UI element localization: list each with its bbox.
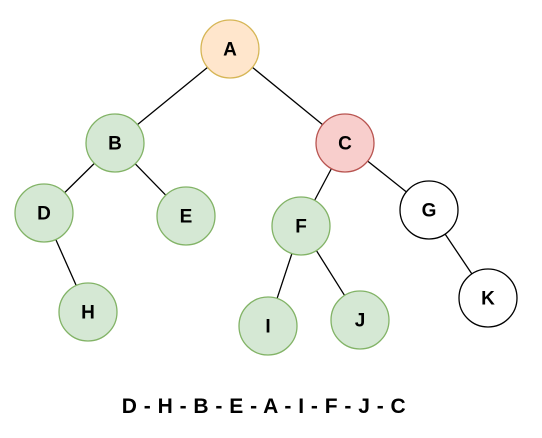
node-label-c: C	[338, 134, 352, 155]
node-circle-d	[14, 183, 74, 243]
node-circle-e	[156, 186, 216, 246]
edge-b-e	[134, 163, 167, 196]
node-circle-j	[330, 290, 390, 350]
node-circle-c	[315, 113, 375, 173]
node-circle-f	[271, 196, 331, 256]
edge-f-i	[276, 253, 293, 299]
tree-nodes: A B C D E F G H I J K	[14, 19, 518, 356]
edge-b-d	[64, 162, 95, 194]
node-label-k: K	[481, 289, 495, 310]
edge-a-b	[137, 66, 208, 126]
node-circle-g	[399, 180, 459, 240]
node-label-i: I	[265, 317, 270, 338]
node-circle-i	[238, 296, 298, 356]
node-circle-b	[85, 113, 145, 173]
tree-node-k: K	[458, 268, 518, 328]
tree-node-i: I	[238, 296, 298, 356]
tree-node-d: D	[14, 183, 74, 243]
node-label-j: J	[355, 311, 366, 332]
node-circle-h	[58, 282, 118, 342]
edge-c-f	[314, 168, 332, 201]
tree-node-j: J	[330, 290, 390, 350]
node-circle-k	[458, 268, 518, 328]
tree-node-e: E	[156, 186, 216, 246]
tree-node-h: H	[58, 282, 118, 342]
node-label-d: D	[37, 204, 51, 225]
tree-node-a: A	[200, 19, 260, 79]
node-label-e: E	[180, 207, 193, 228]
edge-c-g	[367, 160, 407, 193]
tree-edges	[55, 66, 473, 299]
tree-node-f: F	[271, 196, 331, 256]
tree-node-c: C	[315, 113, 375, 173]
node-label-f: F	[295, 217, 307, 238]
tree-node-g: G	[399, 180, 459, 240]
tree-node-b: B	[85, 113, 145, 173]
node-circle-a	[200, 19, 260, 79]
node-label-b: B	[108, 134, 122, 155]
node-label-g: G	[422, 201, 437, 222]
edge-a-c	[252, 66, 323, 126]
node-label-h: H	[81, 303, 95, 324]
edge-f-j	[315, 250, 346, 296]
edge-g-k	[444, 233, 473, 275]
edge-d-h	[55, 239, 77, 286]
node-label-a: A	[223, 40, 237, 61]
traversal-order-text: D - H - B - E - A - I - F - J - C	[121, 395, 407, 418]
